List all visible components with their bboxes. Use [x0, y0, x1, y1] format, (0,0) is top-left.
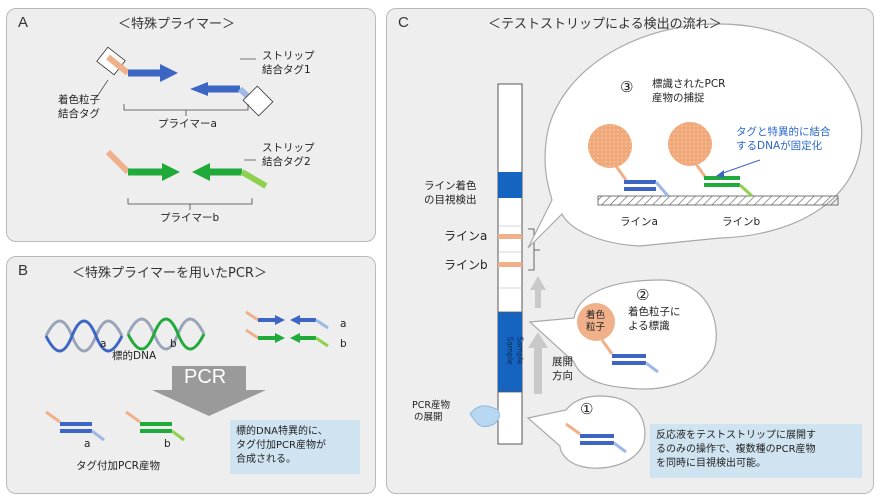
panel-b-note: 標的DNA特異的に、 タグ付加PCR産物が 合成される。	[230, 420, 360, 474]
helix-b-label: b	[170, 338, 177, 350]
strip-line-b-label: ラインb	[444, 258, 488, 272]
panel-b-title: ＜特殊プライマーを用いたPCR＞	[72, 266, 267, 281]
primer-b-label: プライマーb	[160, 212, 220, 224]
panel-a	[6, 8, 376, 242]
bottom-line-b-label: ラインb	[722, 216, 761, 228]
primer-a-label: プライマーa	[158, 118, 217, 130]
target-dna-label: 標的DNA	[112, 350, 157, 362]
test-strip	[497, 83, 523, 445]
panel-c-label: C	[398, 14, 409, 31]
strip-line-a-label: ラインa	[444, 229, 488, 243]
pcr-deploy-line2: の展開	[414, 412, 443, 423]
primer-b-diagram	[105, 149, 268, 210]
step1-number: ①	[580, 400, 594, 418]
drop-icon	[469, 405, 500, 428]
step2-number: ②	[636, 286, 650, 304]
sample-label-right: Sample	[515, 336, 525, 365]
bubble-step1	[526, 395, 646, 469]
color-particle-tag-line2: 結合タグ	[58, 108, 100, 120]
bubble-step3	[527, 23, 863, 249]
panel-b-note-line1: 標的DNA特異的に、	[236, 426, 328, 437]
strip-tag-2-label-line1: ストリップ	[262, 142, 315, 154]
pcr-primers-small	[245, 310, 329, 348]
bubble-step2	[528, 279, 717, 390]
fixed-dna-line1: タグと特異的に結合	[736, 126, 831, 138]
strip-tag-1-label-line1: ストリップ	[262, 50, 315, 62]
pcr-deploy-line1: PCR産物	[412, 400, 450, 411]
panel-a-title: ＜特殊プライマー＞	[118, 17, 236, 32]
panel-b-note-line3: 合成される。	[236, 454, 296, 465]
tagged-products	[45, 410, 185, 442]
panel-b-label: B	[18, 262, 29, 279]
target-dna-helices	[44, 317, 206, 353]
step3-number: ③	[620, 78, 634, 96]
pcr-arrow	[152, 366, 266, 416]
helix-a-label: a	[100, 338, 107, 350]
product-a-label: a	[84, 438, 91, 450]
fixed-dna-line2: するDNAが固定化	[736, 140, 823, 152]
sample-label-left: Sample	[505, 336, 515, 365]
primer-a-diagram	[95, 46, 274, 117]
pcr-label: PCR	[184, 366, 227, 388]
panel-c-note: 反応液をテストストリップに展開す るのみの操作で、複数種のPCR産物 を同時に目…	[650, 424, 862, 478]
primer-a-small-label: a	[340, 318, 347, 330]
particle-label-line2: 粒子	[586, 322, 606, 333]
panel-b-note-line2: タグ付加PCR産物が	[236, 440, 326, 451]
line-detect-line2: の目視検出	[424, 194, 477, 206]
step2-text-line1: 着色粒子に	[628, 306, 681, 318]
line-bracket	[528, 228, 540, 271]
flow-arrows	[528, 276, 548, 394]
panel-c-note-line2: るのみの操作で、複数種のPCR産物	[656, 444, 816, 455]
color-particle-tag-line1: 着色粒子	[58, 94, 100, 106]
panel-a-label: A	[18, 14, 29, 31]
particle-label-line1: 着色	[586, 310, 606, 321]
product-b-label: b	[164, 438, 171, 450]
primer-b-small-label: b	[340, 338, 347, 350]
direction-line2: 方向	[552, 370, 573, 382]
step3-text-line1: 標識されたPCR	[652, 78, 726, 90]
step2-text-line2: よる標識	[628, 320, 670, 332]
tagged-product-label: タグ付加PCR産物	[76, 460, 160, 472]
panel-c-title: ＜テストストリップによる検出の流れ＞	[488, 17, 722, 32]
panel-c-note-line3: を同時に目視検出可能。	[656, 458, 766, 469]
bottom-line-a-label: ラインa	[620, 216, 658, 228]
line-detect-line1: ライン着色	[424, 180, 477, 192]
step3-text-line2: 産物の捕捉	[652, 92, 705, 104]
direction-line1: 展開	[552, 356, 573, 368]
panel-c-note-line1: 反応液をテストストリップに展開す	[656, 430, 816, 441]
strip-tag-2-label-line2: 結合タグ2	[262, 156, 311, 168]
strip-tag-1-label-line2: 結合タグ1	[262, 64, 311, 76]
